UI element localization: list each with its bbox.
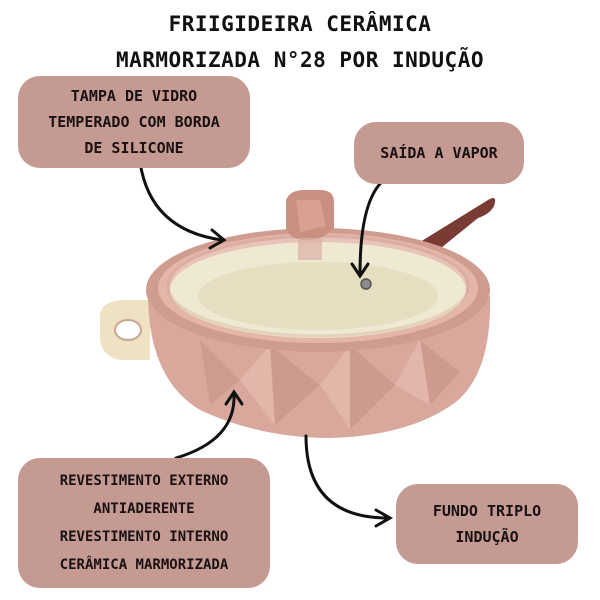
curved-arrow-icon [304, 434, 394, 528]
callout-text: Tampa de vidro [70, 87, 198, 105]
callout-text: de silicone [84, 139, 184, 157]
callout-text: revestimento interno [59, 529, 229, 545]
callout-text: indução [455, 528, 519, 546]
curved-arrow-icon [174, 389, 244, 460]
callout-text: antiaderente [93, 501, 195, 517]
curved-arrow-icon [138, 160, 227, 250]
page-title: Friigideira Cerâmica Marmorizada N°28 po… [0, 6, 600, 78]
callout-text: cerâmica marmorizada [59, 557, 229, 573]
callout-steam-vent: Saída a vapor [354, 122, 524, 184]
callout-text: Saída a vapor [380, 144, 498, 162]
title-line-1: Friigideira Cerâmica [168, 12, 432, 36]
callout-induction-bottom: Fundo triplo indução [396, 484, 578, 564]
callout-text: Fundo triplo [432, 502, 542, 520]
callout-text: Revestimento externo [59, 473, 229, 489]
callout-coating: Revestimento externo antiaderente revest… [18, 458, 270, 588]
callout-text: temperado com borda [48, 113, 220, 131]
pan-handle [420, 198, 496, 252]
steam-vent [360, 278, 372, 290]
callout-glass-lid: Tampa de vidro temperado com borda de si… [18, 76, 250, 168]
curved-arrow-icon [350, 178, 386, 279]
title-line-2: Marmorizada N°28 por Indução [115, 48, 484, 72]
